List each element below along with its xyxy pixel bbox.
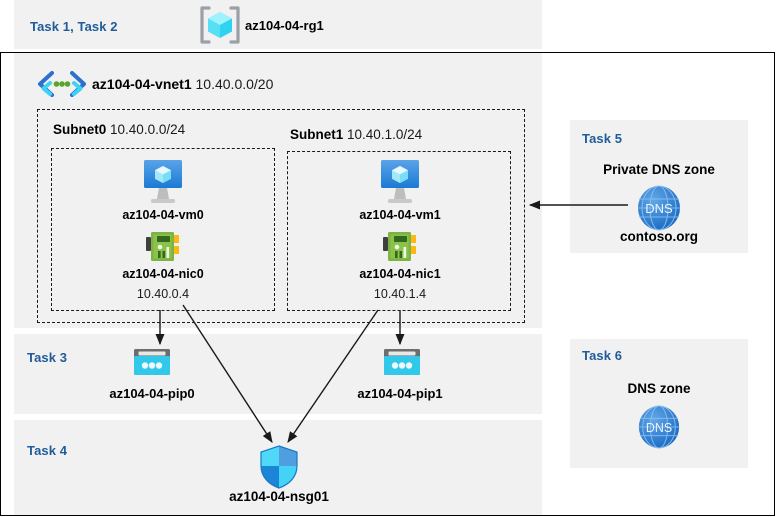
svg-text:DNS: DNS: [645, 201, 673, 216]
svg-text:DNS: DNS: [646, 421, 672, 435]
nic0-ip: 10.40.0.4: [136, 287, 190, 301]
subnet1-box: [287, 151, 511, 311]
virtual-machine-icon: [373, 157, 427, 207]
dns-zone-heading: DNS zone: [627, 381, 691, 396]
subnet1-label: Subnet1 10.40.1.0/24: [290, 127, 422, 142]
subnet1-cidr: 10.40.1.0/24: [347, 127, 423, 142]
task-label-1-2: Task 1, Task 2: [30, 19, 118, 34]
pip0-name: az104-04-pip0: [109, 386, 195, 401]
subnet0-name: Subnet0: [53, 122, 107, 137]
network-interface-icon: [382, 230, 420, 264]
subnet1-name: Subnet1: [290, 127, 344, 142]
private-dns-name: contoso.org: [620, 229, 698, 244]
task-label-5: Task 5: [582, 131, 623, 146]
nic0-name: az104-04-nic0: [122, 267, 204, 281]
nic1-ip: 10.40.1.4: [373, 287, 427, 301]
vm0-name: az104-04-vm0: [122, 208, 204, 222]
resource-group-icon: [198, 6, 242, 44]
vm1-name: az104-04-vm1: [359, 208, 441, 222]
network-interface-icon: [145, 230, 183, 264]
vnet-address-space: 10.40.0.0/20: [195, 76, 274, 92]
nic1-name: az104-04-nic1: [359, 267, 441, 281]
vnet-name: az104-04-vnet1: [92, 76, 192, 92]
network-security-group-icon: [257, 444, 301, 490]
vnet-panel: [14, 53, 542, 328]
public-ip-address-icon: [378, 347, 426, 383]
task-label-3: Task 3: [27, 350, 68, 365]
pip1-name: az104-04-pip1: [357, 386, 443, 401]
dns-zone-icon: DNS: [635, 404, 683, 450]
vnet-label: az104-04-vnet1 10.40.0.0/20: [92, 76, 273, 92]
virtual-machine-icon: [136, 157, 190, 207]
resource-group-name-text: az104-04-rg1: [245, 18, 324, 33]
task-label-4: Task 4: [27, 443, 68, 458]
subnet0-cidr: 10.40.0.0/24: [110, 122, 186, 137]
private-dns-heading: Private DNS zone: [603, 162, 715, 177]
task-label-6: Task 6: [582, 348, 623, 363]
nsg-name: az104-04-nsg01: [229, 489, 329, 504]
subnet0-label: Subnet0 10.40.0.0/24: [53, 122, 185, 137]
resource-group-name: az104-04-rg1: [245, 18, 324, 33]
resource-group-panel: [14, 0, 542, 49]
virtual-network-icon: [36, 70, 88, 98]
public-ip-panel: [14, 334, 542, 414]
public-ip-address-icon: [128, 347, 176, 383]
dns-zone-icon: DNS: [634, 184, 684, 232]
subnets-container: [37, 109, 525, 323]
subnet0-box: [51, 148, 275, 311]
